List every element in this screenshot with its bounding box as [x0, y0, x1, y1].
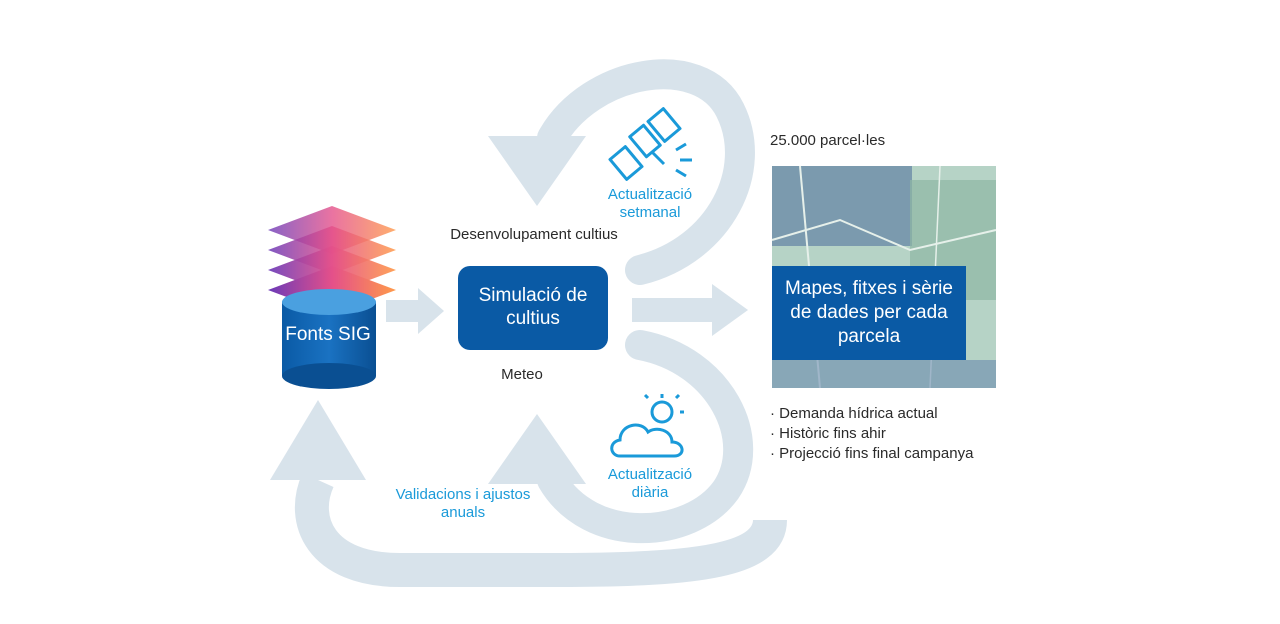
fonts-sig-label: Fonts SIG: [285, 324, 371, 345]
weekly-cycle-arrow: [488, 59, 755, 285]
parcel-count-label: 25.000 parcel·les: [770, 132, 886, 149]
daily-cycle-arrow: [488, 330, 754, 544]
output-list: · Demanda hídrica actual · Històric fins…: [770, 404, 973, 464]
simulation-node-label: Simulació de cultius: [478, 285, 588, 329]
cloud-sun-icon: [610, 393, 684, 458]
weekly-update-label: Actualització setmanal: [607, 186, 693, 221]
input-arrow: [386, 288, 444, 334]
simulation-node: Simulació de cultius: [458, 266, 608, 350]
output-arrow: [632, 284, 748, 336]
output-node-label: Mapes, fitxes i sèrie de dades per cada …: [785, 278, 953, 347]
list-item: · Històric fins ahir: [770, 425, 886, 442]
output-node: Mapes, fitxes i sèrie de dades per cada …: [772, 266, 966, 360]
daily-update-label: Actualització diària: [607, 466, 693, 501]
meteo-label: Meteo: [501, 366, 543, 383]
list-item: · Projecció fins final campanya: [770, 445, 974, 462]
annual-loop-arrow: [270, 400, 787, 587]
database-icon: [282, 289, 376, 389]
list-item: · Demanda hídrica actual: [770, 405, 938, 422]
annual-validation-label: Validacions i ajustos anuals: [395, 486, 531, 521]
satellite-icon: [608, 107, 692, 181]
crop-development-label: Desenvolupament cultius: [450, 226, 618, 243]
